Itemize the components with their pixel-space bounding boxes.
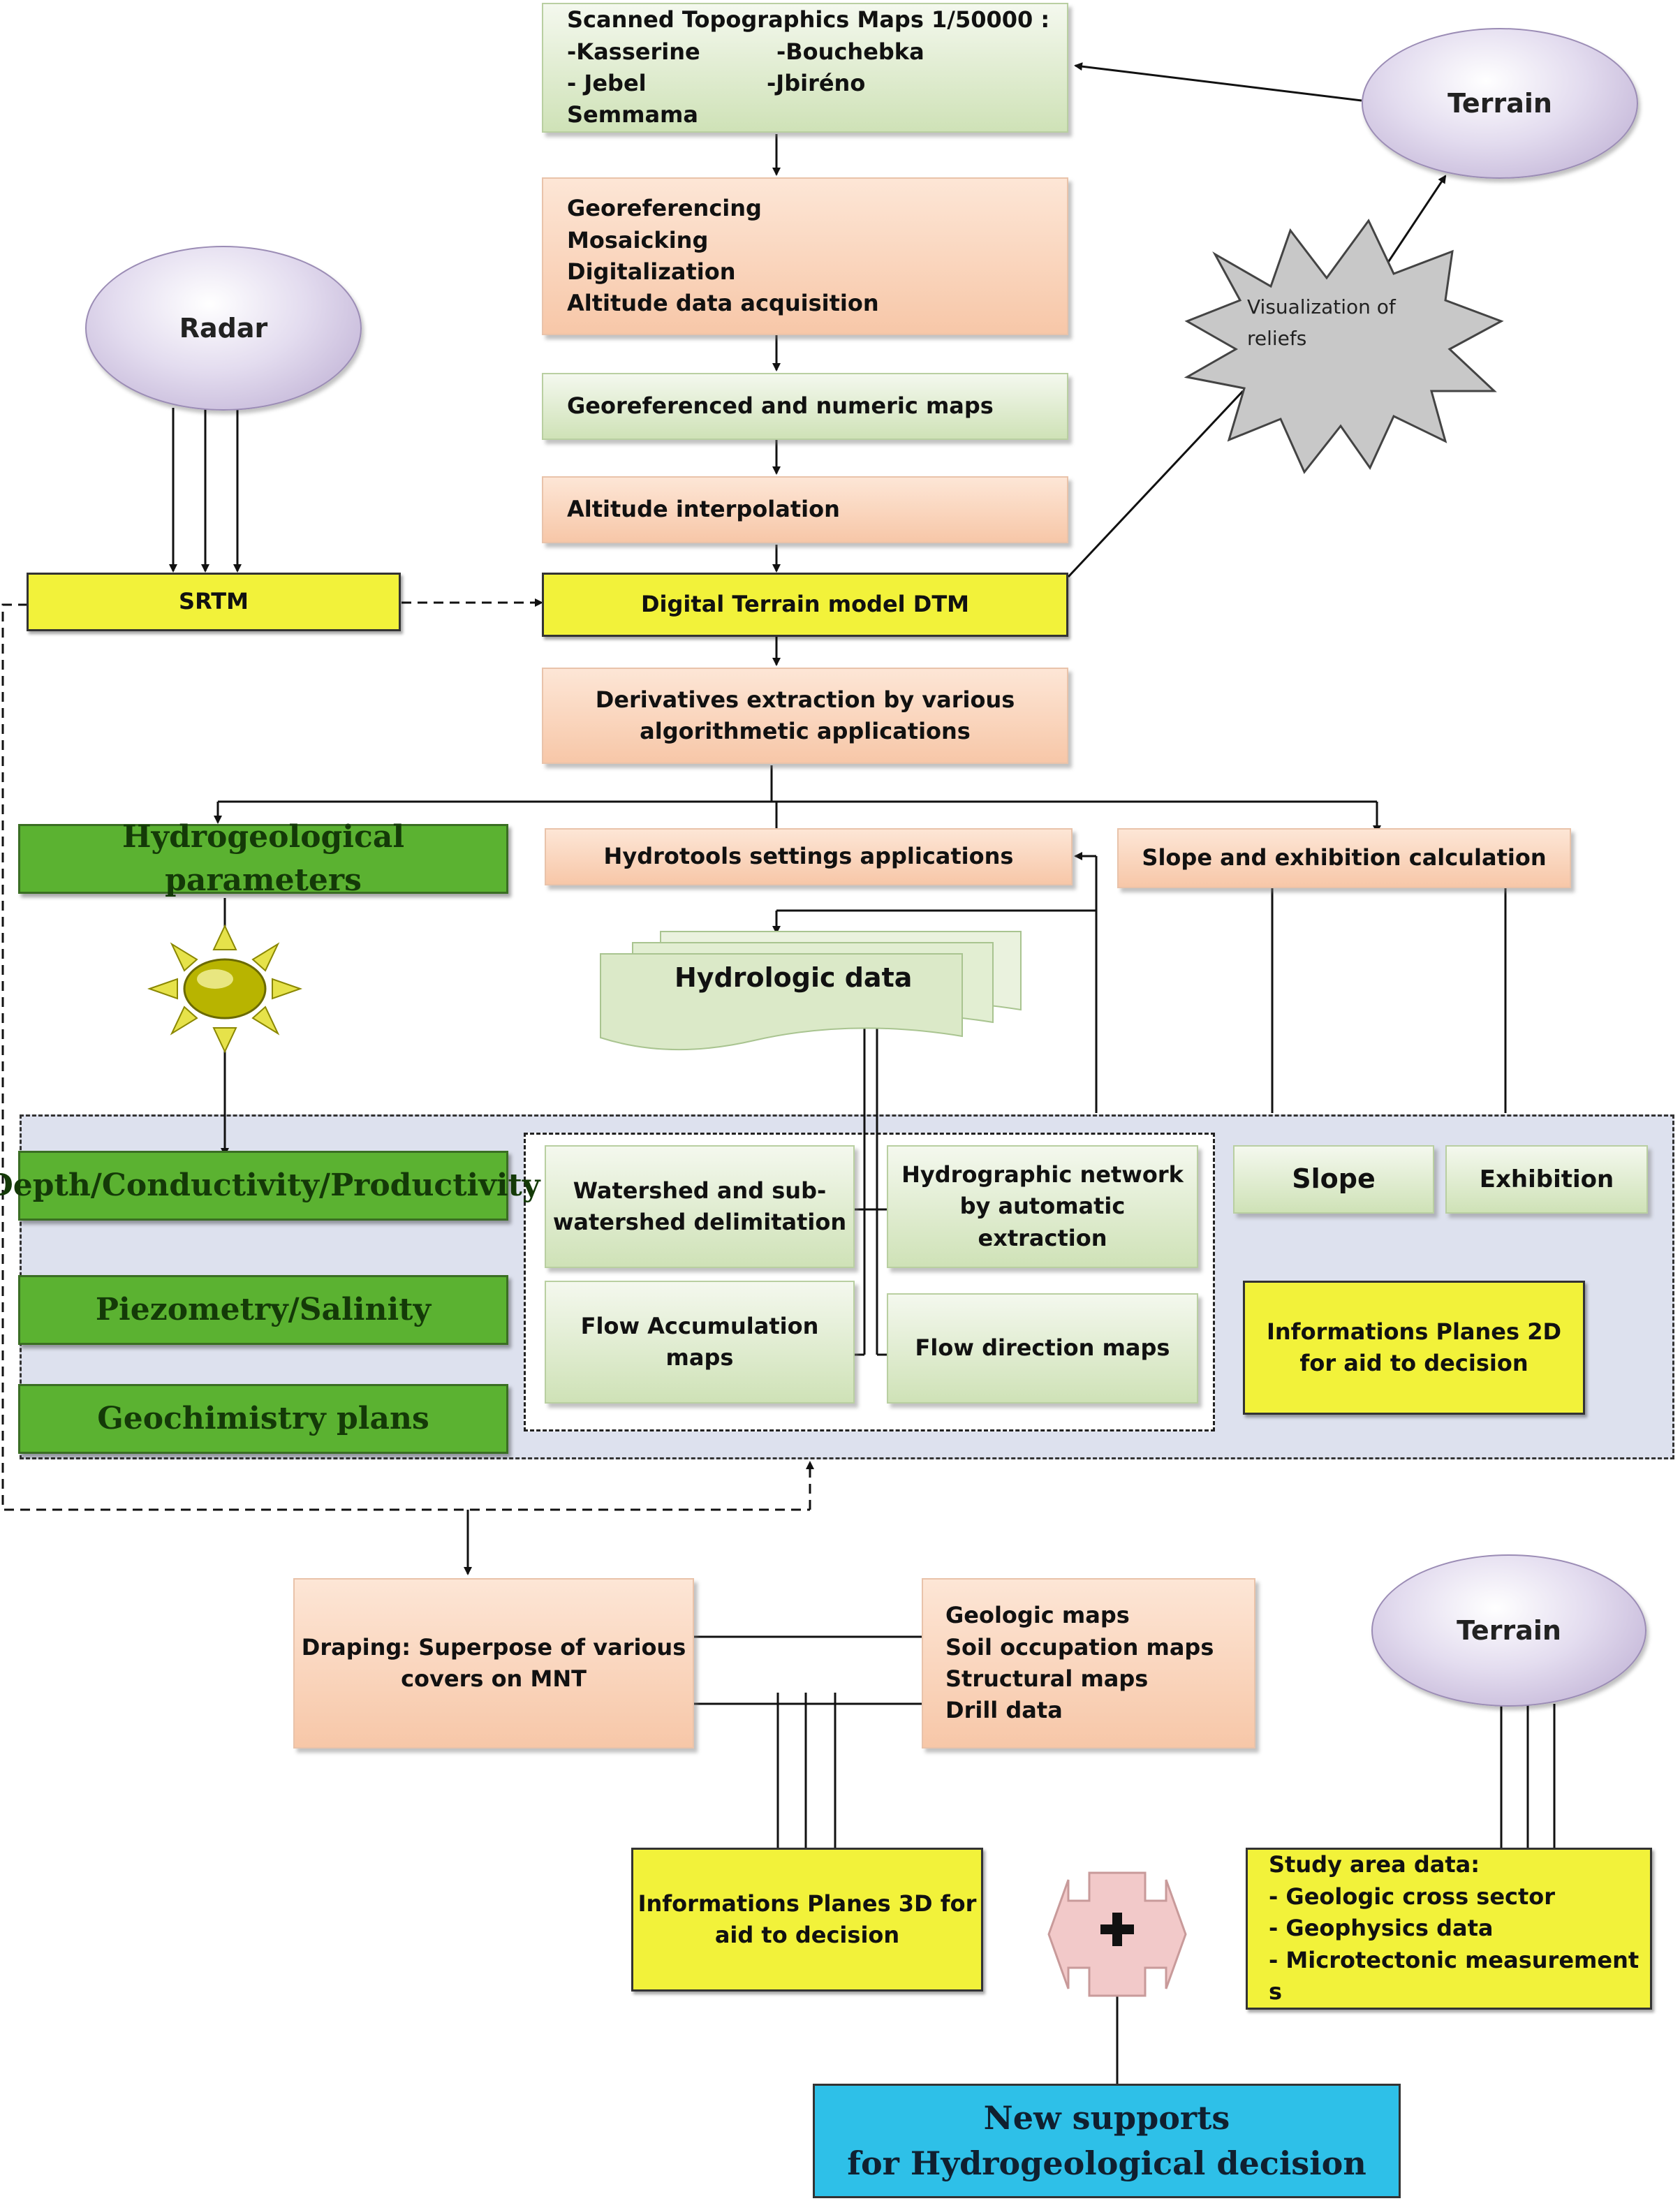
step-digitalization: Digitalization: [567, 258, 736, 285]
dtm-label: Digital Terrain model DTM: [640, 591, 969, 618]
info-2d-line-1: Informations Planes 2D: [1266, 1318, 1562, 1345]
info-2d-box: Informations Planes 2D for aid to decisi…: [1243, 1281, 1585, 1415]
watershed-line-2: watershed delimitation: [552, 1209, 847, 1235]
new-supports-line-1: New supports: [983, 2098, 1230, 2137]
draping-box: Draping: Superpose of various covers on …: [293, 1578, 694, 1749]
derivatives-line-2: algorithmetic applications: [640, 718, 971, 744]
hydrotools-label: Hydrotools settings applications: [603, 843, 1014, 870]
derivatives-box: Derivatives extraction by various algori…: [542, 668, 1068, 764]
scanned-maps-title: Scanned Topographics Maps 1/50000 :: [567, 6, 1050, 34]
sun-icon: [147, 924, 303, 1054]
arrow-terrain-to-scanned: [1074, 62, 1362, 102]
geo-maps-item-3: Structural maps: [945, 1665, 1149, 1692]
scanned-maps-row-1: -Kasserine -Bouchebka: [567, 36, 924, 68]
geochemistry-label: Geochimistry plans: [97, 1400, 429, 1436]
derivatives-line-1: Derivatives extraction by various: [595, 686, 1015, 713]
geo-maps-item-4: Drill data: [945, 1697, 1063, 1724]
geo-maps-box: Geologic maps Soil occupation maps Struc…: [922, 1578, 1255, 1749]
scanned-maps-box: Scanned Topographics Maps 1/50000 : -Kas…: [542, 3, 1068, 133]
study-area-item-2: - Geophysics data: [1269, 1915, 1494, 1942]
scanned-map-kasserine: -Kasserine: [567, 38, 700, 65]
scanned-map-semmama: - Jebel Semmama: [567, 70, 698, 128]
plus-cross-icon: [1047, 1871, 1187, 1997]
watershed-line-1: Watershed and sub-: [573, 1177, 827, 1204]
flow-accumulation-line-2: maps: [665, 1344, 734, 1371]
draping-line-2: covers on MNT: [401, 1665, 587, 1692]
depth-box: Depth/Conductivity/Productivity: [0, 1151, 540, 1221]
scanned-map-jbireno: -Jbiréno: [767, 70, 866, 96]
hydrotools-box: Hydrotools settings applications: [545, 828, 1073, 885]
info-3d-box: Informations Planes 3D for aid to decisi…: [631, 1848, 983, 1992]
altitude-interpolation-box: Altitude interpolation: [542, 476, 1068, 543]
study-area-item-3: - Microtectonic measurement s: [1269, 1946, 1640, 2005]
new-supports-line-2: for Hydrogeological decision: [847, 2144, 1366, 2182]
hydrologic-data-stack: [600, 931, 1022, 1051]
visualization-line-2: reliefs: [1247, 326, 1307, 350]
step-mosaicking: Mosaicking: [567, 226, 709, 253]
info-3d-line-1: Informations Planes 3D for: [638, 1890, 977, 1917]
step-altitude-acquisition: Altitude data acquisition: [567, 290, 879, 317]
info-3d-line-2: aid to decision: [714, 1922, 900, 1948]
flow-direction-label: Flow direction maps: [915, 1334, 1170, 1362]
altitude-interpolation-label: Altitude interpolation: [567, 496, 840, 523]
info-2d-line-2: for aid to decision: [1299, 1350, 1528, 1376]
hydro-network-line-2: by automatic: [959, 1193, 1126, 1220]
slope-calc-label: Slope and exhibition calculation: [1142, 844, 1547, 871]
radar-node: Radar: [85, 246, 362, 411]
flow-accumulation-line-1: Flow Accumulation: [580, 1312, 819, 1339]
radar-label: Radar: [179, 313, 268, 344]
terrain-top-label: Terrain: [1447, 88, 1552, 119]
terrain-bottom-node: Terrain: [1371, 1554, 1646, 1707]
terrain-top-node: Terrain: [1362, 28, 1638, 179]
piezometry-label: Piezometry/Salinity: [95, 1291, 432, 1327]
georef-maps-box: Georeferenced and numeric maps: [542, 373, 1068, 440]
piezometry-box: Piezometry/Salinity: [18, 1275, 508, 1345]
study-area-box: Study area data: - Geologic cross sector…: [1246, 1848, 1652, 2010]
hydrologic-data-label: Hydrologic data: [675, 962, 913, 993]
georef-steps-box: Georeferencing Mosaicking Digitalization…: [542, 177, 1068, 335]
study-area-item-1: - Geologic cross sector: [1269, 1883, 1556, 1910]
exhibition-box: Exhibition: [1445, 1145, 1648, 1214]
scanned-maps-row-2: - Jebel Semmama -Jbiréno: [567, 68, 865, 131]
srtm-box: SRTM: [27, 573, 401, 631]
slope-calc-box: Slope and exhibition calculation: [1117, 828, 1571, 888]
visualization-line-1: Visualization of: [1247, 295, 1396, 318]
slope-box: Slope: [1233, 1145, 1434, 1214]
geochemistry-box: Geochimistry plans: [18, 1384, 508, 1454]
hydro-params-label: Hydrogeological parameters: [121, 818, 405, 898]
new-supports-box: New supports for Hydrogeological decisio…: [813, 2084, 1401, 2198]
exhibition-label: Exhibition: [1479, 1165, 1614, 1193]
geo-maps-item-1: Geologic maps: [945, 1602, 1130, 1629]
terrain-bottom-label: Terrain: [1457, 1615, 1561, 1646]
line-dtm-to-visualization: [1067, 390, 1244, 578]
line-srtm-loop: [1, 603, 810, 1511]
visualization-label: Visualization of reliefs: [1247, 292, 1429, 355]
hydro-params-box: Hydrogeological parameters: [18, 819, 508, 898]
flow-direction-box: Flow direction maps: [887, 1293, 1198, 1404]
georef-maps-label: Georeferenced and numeric maps: [567, 392, 994, 420]
depth-label: Depth/Conductivity/Productivity: [0, 1167, 540, 1203]
step-georeferencing: Georeferencing: [567, 195, 762, 222]
scanned-map-bouchebka: -Bouchebka: [776, 38, 924, 65]
starburst-icon: [1184, 219, 1504, 474]
slope-label: Slope: [1292, 1163, 1376, 1195]
hydro-network-box: Hydrographic network by automatic extrac…: [887, 1145, 1198, 1268]
dtm-box: Digital Terrain model DTM: [542, 573, 1068, 637]
arrow-visualization-to-terrain: [1385, 175, 1447, 266]
watershed-box: Watershed and sub- watershed delimitatio…: [545, 1145, 855, 1268]
hydro-network-line-3: extraction: [978, 1224, 1107, 1251]
geo-maps-item-2: Soil occupation maps: [945, 1633, 1214, 1661]
draping-line-1: Draping: Superpose of various: [301, 1633, 686, 1661]
srtm-label: SRTM: [179, 588, 249, 615]
hydro-network-line-1: Hydrographic network: [901, 1161, 1184, 1188]
study-area-title: Study area data:: [1269, 1851, 1480, 1878]
flow-accumulation-box: Flow Accumulation maps: [545, 1281, 855, 1404]
